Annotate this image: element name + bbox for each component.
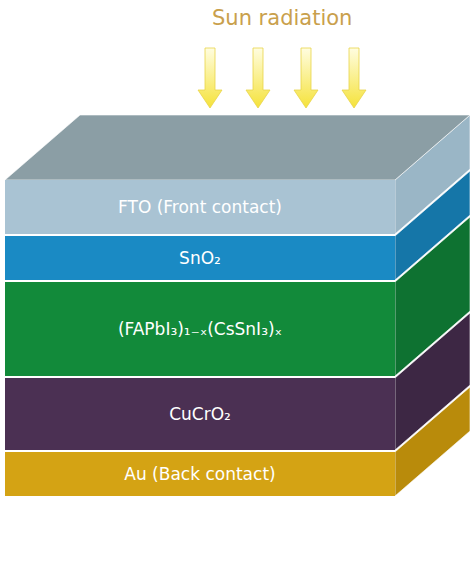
ray-arrow [294, 48, 318, 108]
layer-slab: (FAPbI₃)₁₋ₓ(CsSnI₃)ₓ [5, 282, 395, 376]
layer-label: SnO₂ [179, 248, 221, 268]
ray-arrow [246, 48, 270, 108]
layer-top [5, 115, 470, 180]
layer-label: Au (Back contact) [124, 464, 275, 484]
layer-slab: FTO (Front contact) [5, 180, 395, 234]
layer-label: (FAPbI₃)₁₋ₓ(CsSnI₃)ₓ [118, 319, 282, 339]
layer-slab: Au (Back contact) [5, 452, 395, 496]
sun-label: Sun radiation [212, 6, 352, 30]
ray-arrow [198, 48, 222, 108]
layer-label: FTO (Front contact) [118, 197, 282, 217]
layer-slab: CuCrO₂ [5, 378, 395, 450]
layer-label: CuCrO₂ [169, 404, 231, 424]
layer-slab: SnO₂ [5, 236, 395, 280]
ray-arrow [342, 48, 366, 108]
layer-side [395, 387, 470, 496]
